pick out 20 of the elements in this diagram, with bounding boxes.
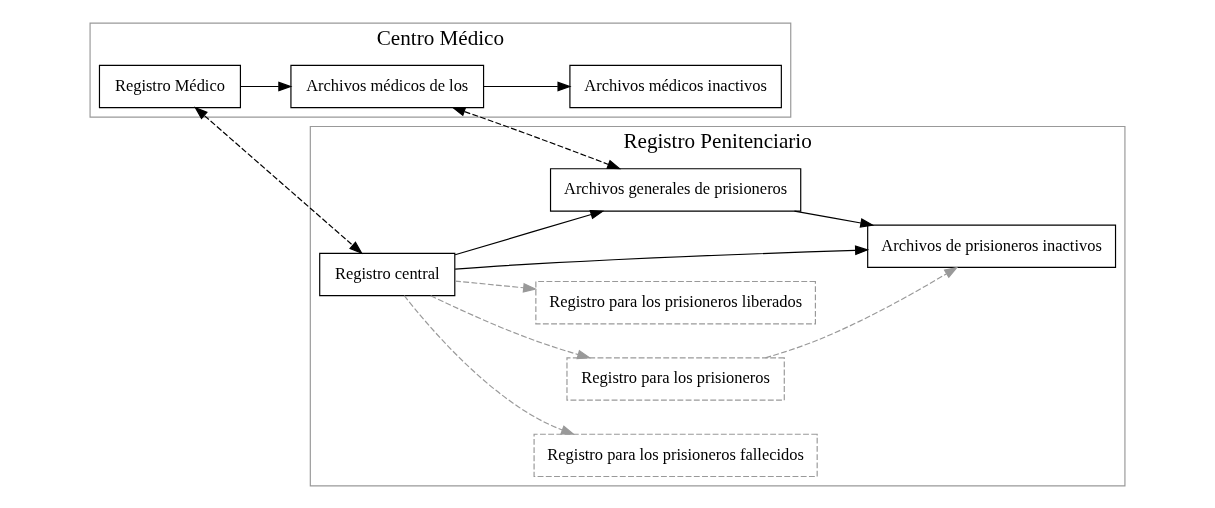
node-box: Registro para los prisioneros fallecidos [533, 433, 818, 477]
node-box: Registro Médico [98, 64, 241, 108]
arrow [430, 294, 592, 359]
arrow [483, 81, 572, 91]
node-box: Registro para los prisioneros [566, 356, 785, 401]
node-box: Registro central [319, 252, 456, 296]
arrow [403, 294, 576, 435]
arrow [793, 209, 875, 228]
node-box: Archivos médicos de los [290, 64, 485, 108]
node-box: Archivos generales de prisioneros [549, 167, 802, 212]
arrow [240, 81, 293, 91]
arrow [451, 106, 622, 169]
arrow [454, 279, 538, 293]
node-box: Registro para los prisioneros liberados [535, 280, 816, 324]
arrow [454, 244, 870, 270]
arrow [194, 106, 363, 254]
arrow [454, 209, 605, 255]
node-box: Archivos de prisioneros inactivos [867, 224, 1117, 268]
arrow [764, 266, 959, 358]
node-box: Archivos médicos inactivos [569, 64, 782, 108]
